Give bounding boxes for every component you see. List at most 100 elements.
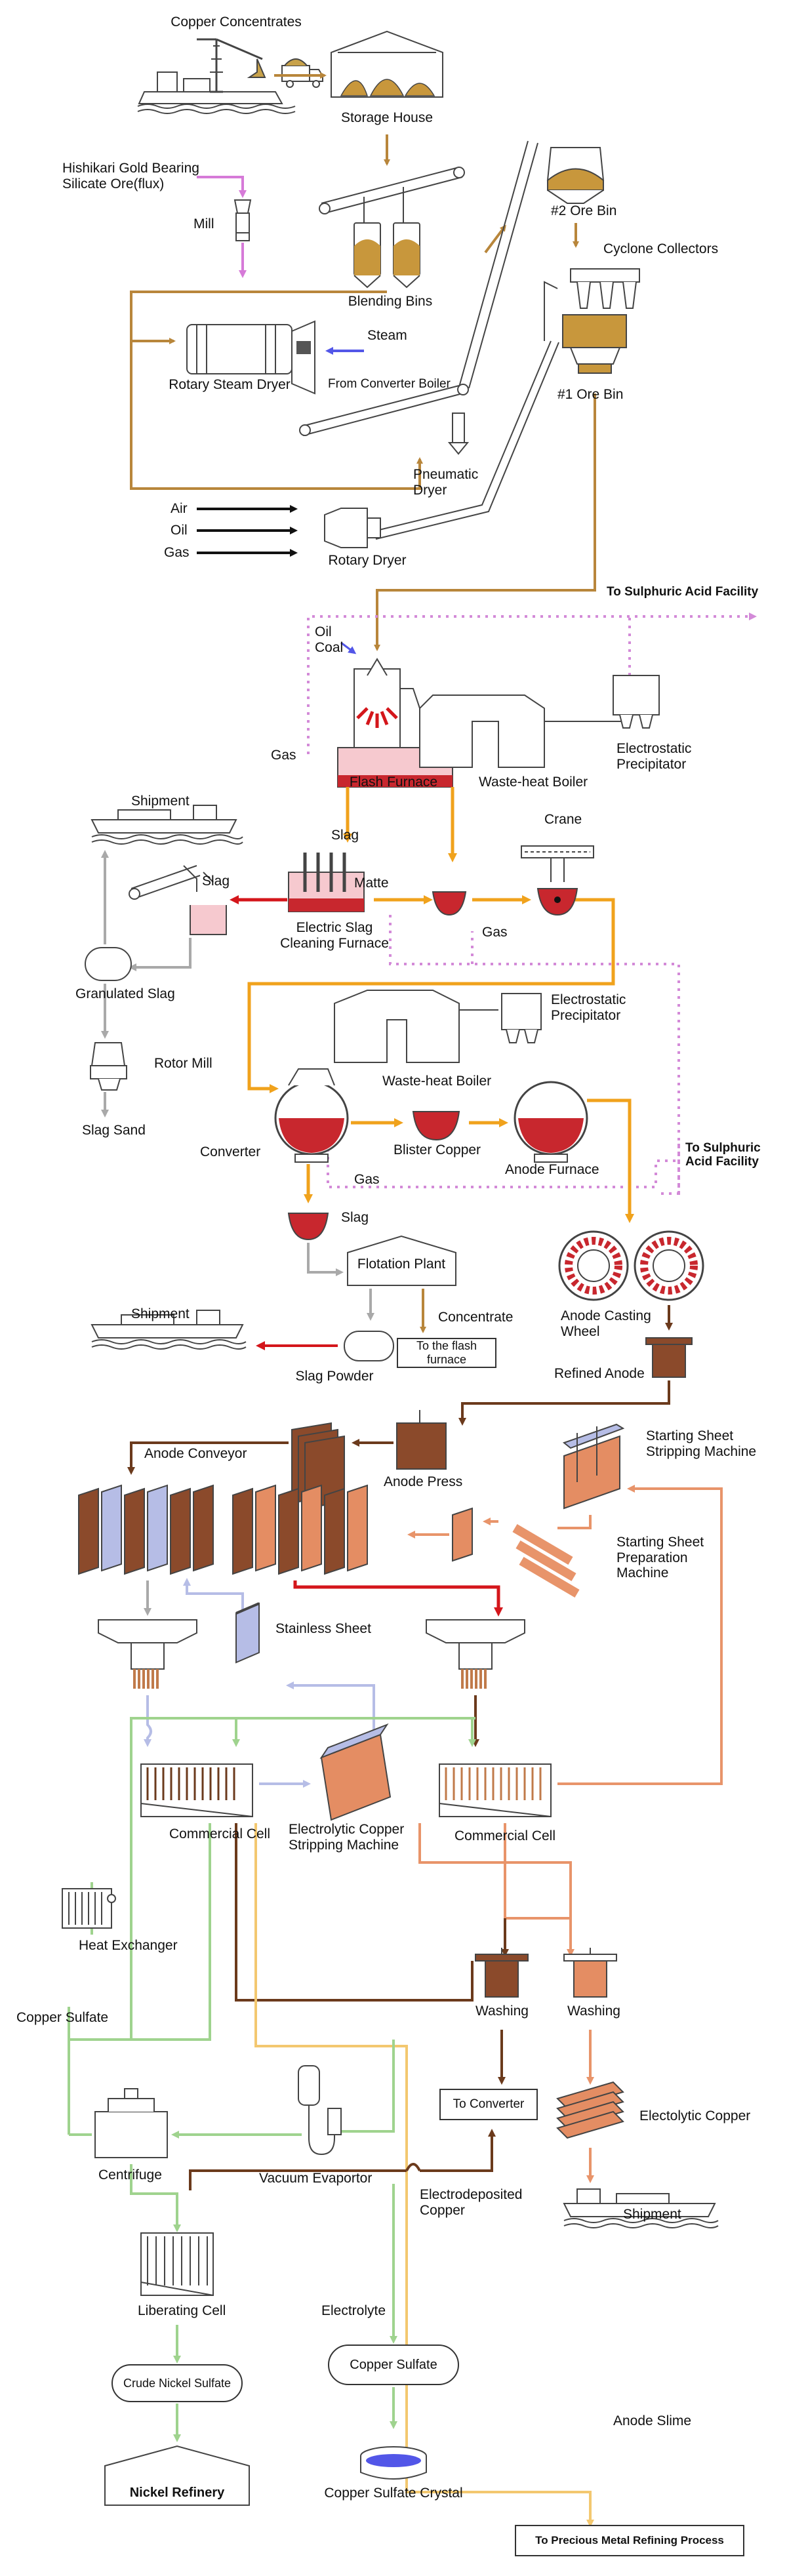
starting-sheet-preparation-icon (512, 1523, 580, 1598)
label-waste-heat-boiler-2: Waste-heat Boiler (382, 1074, 492, 1089)
label-gas-low: Gas (354, 1172, 380, 1187)
label-starting-sheet-preparation: Starting Sheet Preparation Machine (616, 1535, 704, 1581)
dbrown-hop (405, 2163, 421, 2171)
green-top-line (130, 1717, 475, 2040)
box-crude-nickel-sulfate: Crude Nickel Sulfate (111, 2364, 243, 2402)
waste-heat-boiler-2-icon (334, 990, 498, 1063)
label-air: Air (171, 501, 188, 516)
arrow-to-ore-bin-2 (484, 224, 506, 254)
label-gas-left: Gas (271, 748, 296, 763)
unloading-crane-icon (137, 38, 296, 114)
label-rotor-mill: Rotor Mill (154, 1056, 212, 1071)
label-slag-top: Slag (331, 828, 359, 843)
anode-casting-wheel-icon (558, 1230, 704, 1301)
conveyor-to-cells (127, 1441, 289, 1475)
gas-dotted-2 (389, 915, 680, 1195)
label-cyclone-collectors: Cyclone Collectors (603, 241, 719, 256)
heat-exchanger-icon (62, 1888, 116, 1929)
waste-heat-boiler-1-icon (400, 688, 630, 768)
label-anode-conveyor: Anode Conveyor (144, 1446, 247, 1461)
flotation-plant-icon (347, 1235, 456, 1286)
label-electolytic-copper: Electolytic Copper (639, 2108, 751, 2123)
label-rotary-steam-dryer: Rotary Steam Dryer (169, 377, 291, 392)
label-centrifuge: Centrifuge (98, 2167, 162, 2183)
label-to-sulphuric-acid-1: To Sulphuric Acid Facility (607, 585, 759, 599)
refined-anode-icon (645, 1337, 693, 1378)
starting-sheet-stripping-icon (562, 1423, 625, 1510)
label-rotary-dryer: Rotary Dryer (328, 553, 407, 568)
green-electrolyte-main (68, 1823, 211, 2135)
label-washing-right: Washing (567, 2003, 620, 2019)
gray-to-granulated (129, 938, 192, 971)
label-gas-mid: Gas (482, 925, 508, 940)
label-slag-converter: Slag (341, 1210, 369, 1225)
liberating-cell-icon (140, 2232, 214, 2296)
label-anode-casting-wheel: Anode Casting Wheel (561, 1308, 651, 1339)
rotor-mill-icon (90, 1042, 127, 1091)
electrostatic-precipitator-2-icon (501, 993, 542, 1043)
stainless-sheet-icon (235, 1602, 260, 1664)
box-to-the-flash-furnace: To the flash furnace (397, 1338, 496, 1368)
box-copper-sulfate: Copper Sulfate (328, 2345, 459, 2385)
label-commercial-cell-left: Commercial Cell (169, 1826, 271, 1841)
lblue-crane-to-cell (144, 1695, 152, 1747)
label-anode-furnace: Anode Furnace (505, 1162, 599, 1177)
blue-arrow-oil-coal (340, 641, 357, 654)
commercial-cell-right-icon (439, 1763, 552, 1817)
label-granulated-slag: Granulated Slag (75, 986, 175, 1001)
label-hishikari-ore: Hishikari Gold Bearing Silicate Ore(flux… (62, 161, 199, 191)
commercial-cell-left-icon (140, 1763, 253, 1817)
label-slag-sand: Slag Sand (82, 1123, 146, 1138)
salmon-loop-to-stripping (557, 1485, 723, 1785)
anode-furnace-icon (514, 1081, 588, 1163)
label-refined-anode: Refined Anode (554, 1366, 645, 1381)
slag-powder-pill (344, 1331, 394, 1361)
box-to-converter: To Converter (439, 2089, 538, 2120)
label-copper-sulfate-left: Copper Sulfate (16, 2010, 109, 2025)
granulated-slag-pill (85, 947, 132, 981)
label-liberating-cell: Liberating Cell (138, 2303, 226, 2318)
label-heat-exchanger: Heat Exchanger (79, 1938, 178, 1953)
label-storage-house: Storage House (340, 110, 434, 125)
label-commercial-cell-right: Commercial Cell (454, 1828, 556, 1843)
lblue-to-left-rack (183, 1578, 244, 1610)
storage-house-icon (331, 30, 443, 98)
label-copper-sulfate-crystal: Copper Sulfate Crystal (324, 2485, 463, 2501)
ship-3-icon (563, 2188, 719, 2228)
label-oil-coal: Oil Coal (315, 624, 344, 655)
label-slag-mid: Slag (202, 874, 230, 889)
crane-icon (521, 845, 594, 916)
label-to-sulphuric-acid-2: To Sulphuric Acid Facility (685, 1141, 761, 1169)
pneumatic-dryer-icon (447, 413, 470, 455)
vacuum-evaporator-icon (298, 2065, 342, 2156)
label-gas: Gas (164, 545, 190, 560)
rotary-steam-dryer-icon (186, 320, 315, 395)
dbrown-electrodeposited (189, 2131, 492, 2190)
mill-icon (233, 199, 252, 241)
anode-press-icon (396, 1410, 447, 1470)
label-concentrate: Concentrate (438, 1310, 514, 1325)
rotary-dryer-icon (324, 508, 381, 548)
label-shipment-1: Shipment (131, 794, 190, 809)
label-matte: Matte (354, 875, 389, 891)
label-shipment-3: Shipment (623, 2207, 681, 2222)
label-waste-heat-boiler-1: Waste-heat Boiler (479, 775, 588, 790)
ore-bin-2-icon (546, 147, 605, 204)
washing-right-icon (563, 1948, 617, 1998)
label-flash-furnace: Flash Furnace (349, 775, 438, 790)
anode-rack-left-icon (78, 1484, 214, 1575)
label-mill: Mill (193, 216, 214, 231)
crane-right-icon (426, 1619, 525, 1689)
label-nickel-refinery: Nickel Refinery (129, 2485, 225, 2500)
salmon-stripper-to-washing (418, 1823, 575, 1957)
slag-to-flotation (307, 1243, 344, 1276)
ship-1-icon (91, 805, 243, 845)
nickel-refinery-icon (104, 2445, 250, 2506)
crane-left-icon (98, 1619, 197, 1689)
copper-sulfate-crystal-icon (360, 2446, 427, 2480)
label-oil: Oil (171, 523, 188, 538)
label-shipment-2: Shipment (131, 1306, 190, 1321)
green-centrifuge-to-liberating (130, 2164, 181, 2232)
yellow-anode-slime (254, 1823, 594, 2527)
